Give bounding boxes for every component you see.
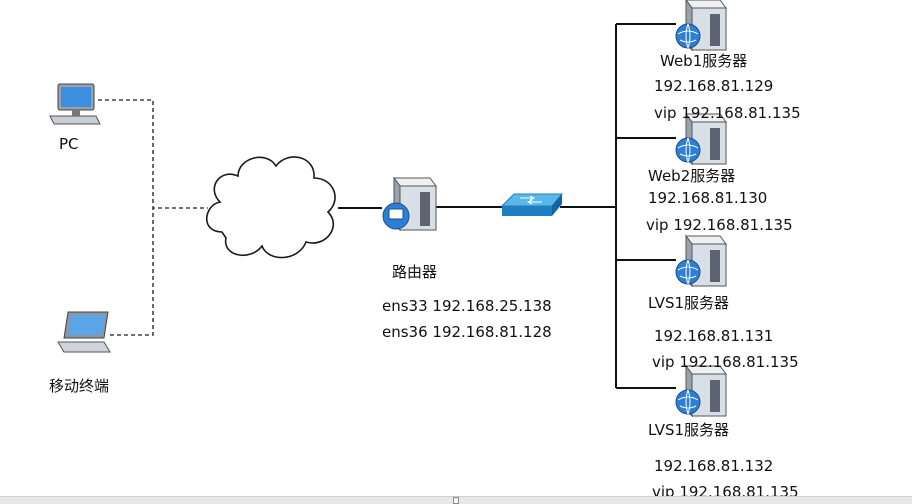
server-3-vip: vip 192.168.81.135 [652, 353, 799, 371]
server-1-name: Web1服务器 [660, 52, 748, 70]
server-2-name: Web2服务器 [648, 167, 736, 185]
server-2-vip: vip 192.168.81.135 [646, 216, 793, 234]
web-server-icon [675, 0, 727, 52]
server-3-ip: 192.168.81.131 [654, 327, 774, 345]
laptop-icon [57, 311, 111, 353]
web-server-icon [675, 364, 727, 418]
router-label: 路由器 [392, 263, 438, 281]
server-2-ip: 192.168.81.130 [648, 189, 768, 207]
server-3-name: LVS1服务器 [648, 294, 730, 312]
server-1-vip: vip 192.168.81.135 [654, 104, 801, 122]
router-server-icon [382, 176, 437, 232]
server-4-ip: 192.168.81.132 [654, 457, 774, 475]
pc-link [98, 99, 208, 209]
mobile-link [110, 208, 154, 336]
server-4-name: LVS1服务器 [648, 421, 730, 439]
solid-connections [338, 23, 676, 389]
web-server-icon [675, 112, 727, 166]
pc-label: PC [59, 135, 79, 153]
router-ip-ens36: ens36 192.168.81.128 [382, 323, 552, 341]
desktop-pc-icon [49, 83, 101, 125]
server-1-ip: 192.168.81.129 [654, 77, 774, 95]
web-server-icon [675, 234, 727, 288]
mobile-label: 移动终端 [49, 377, 110, 395]
cloud-icon [206, 156, 336, 259]
router-ip-ens33: ens33 192.168.25.138 [382, 297, 552, 315]
dashed-connections [98, 99, 208, 336]
switch-icon [500, 193, 564, 216]
